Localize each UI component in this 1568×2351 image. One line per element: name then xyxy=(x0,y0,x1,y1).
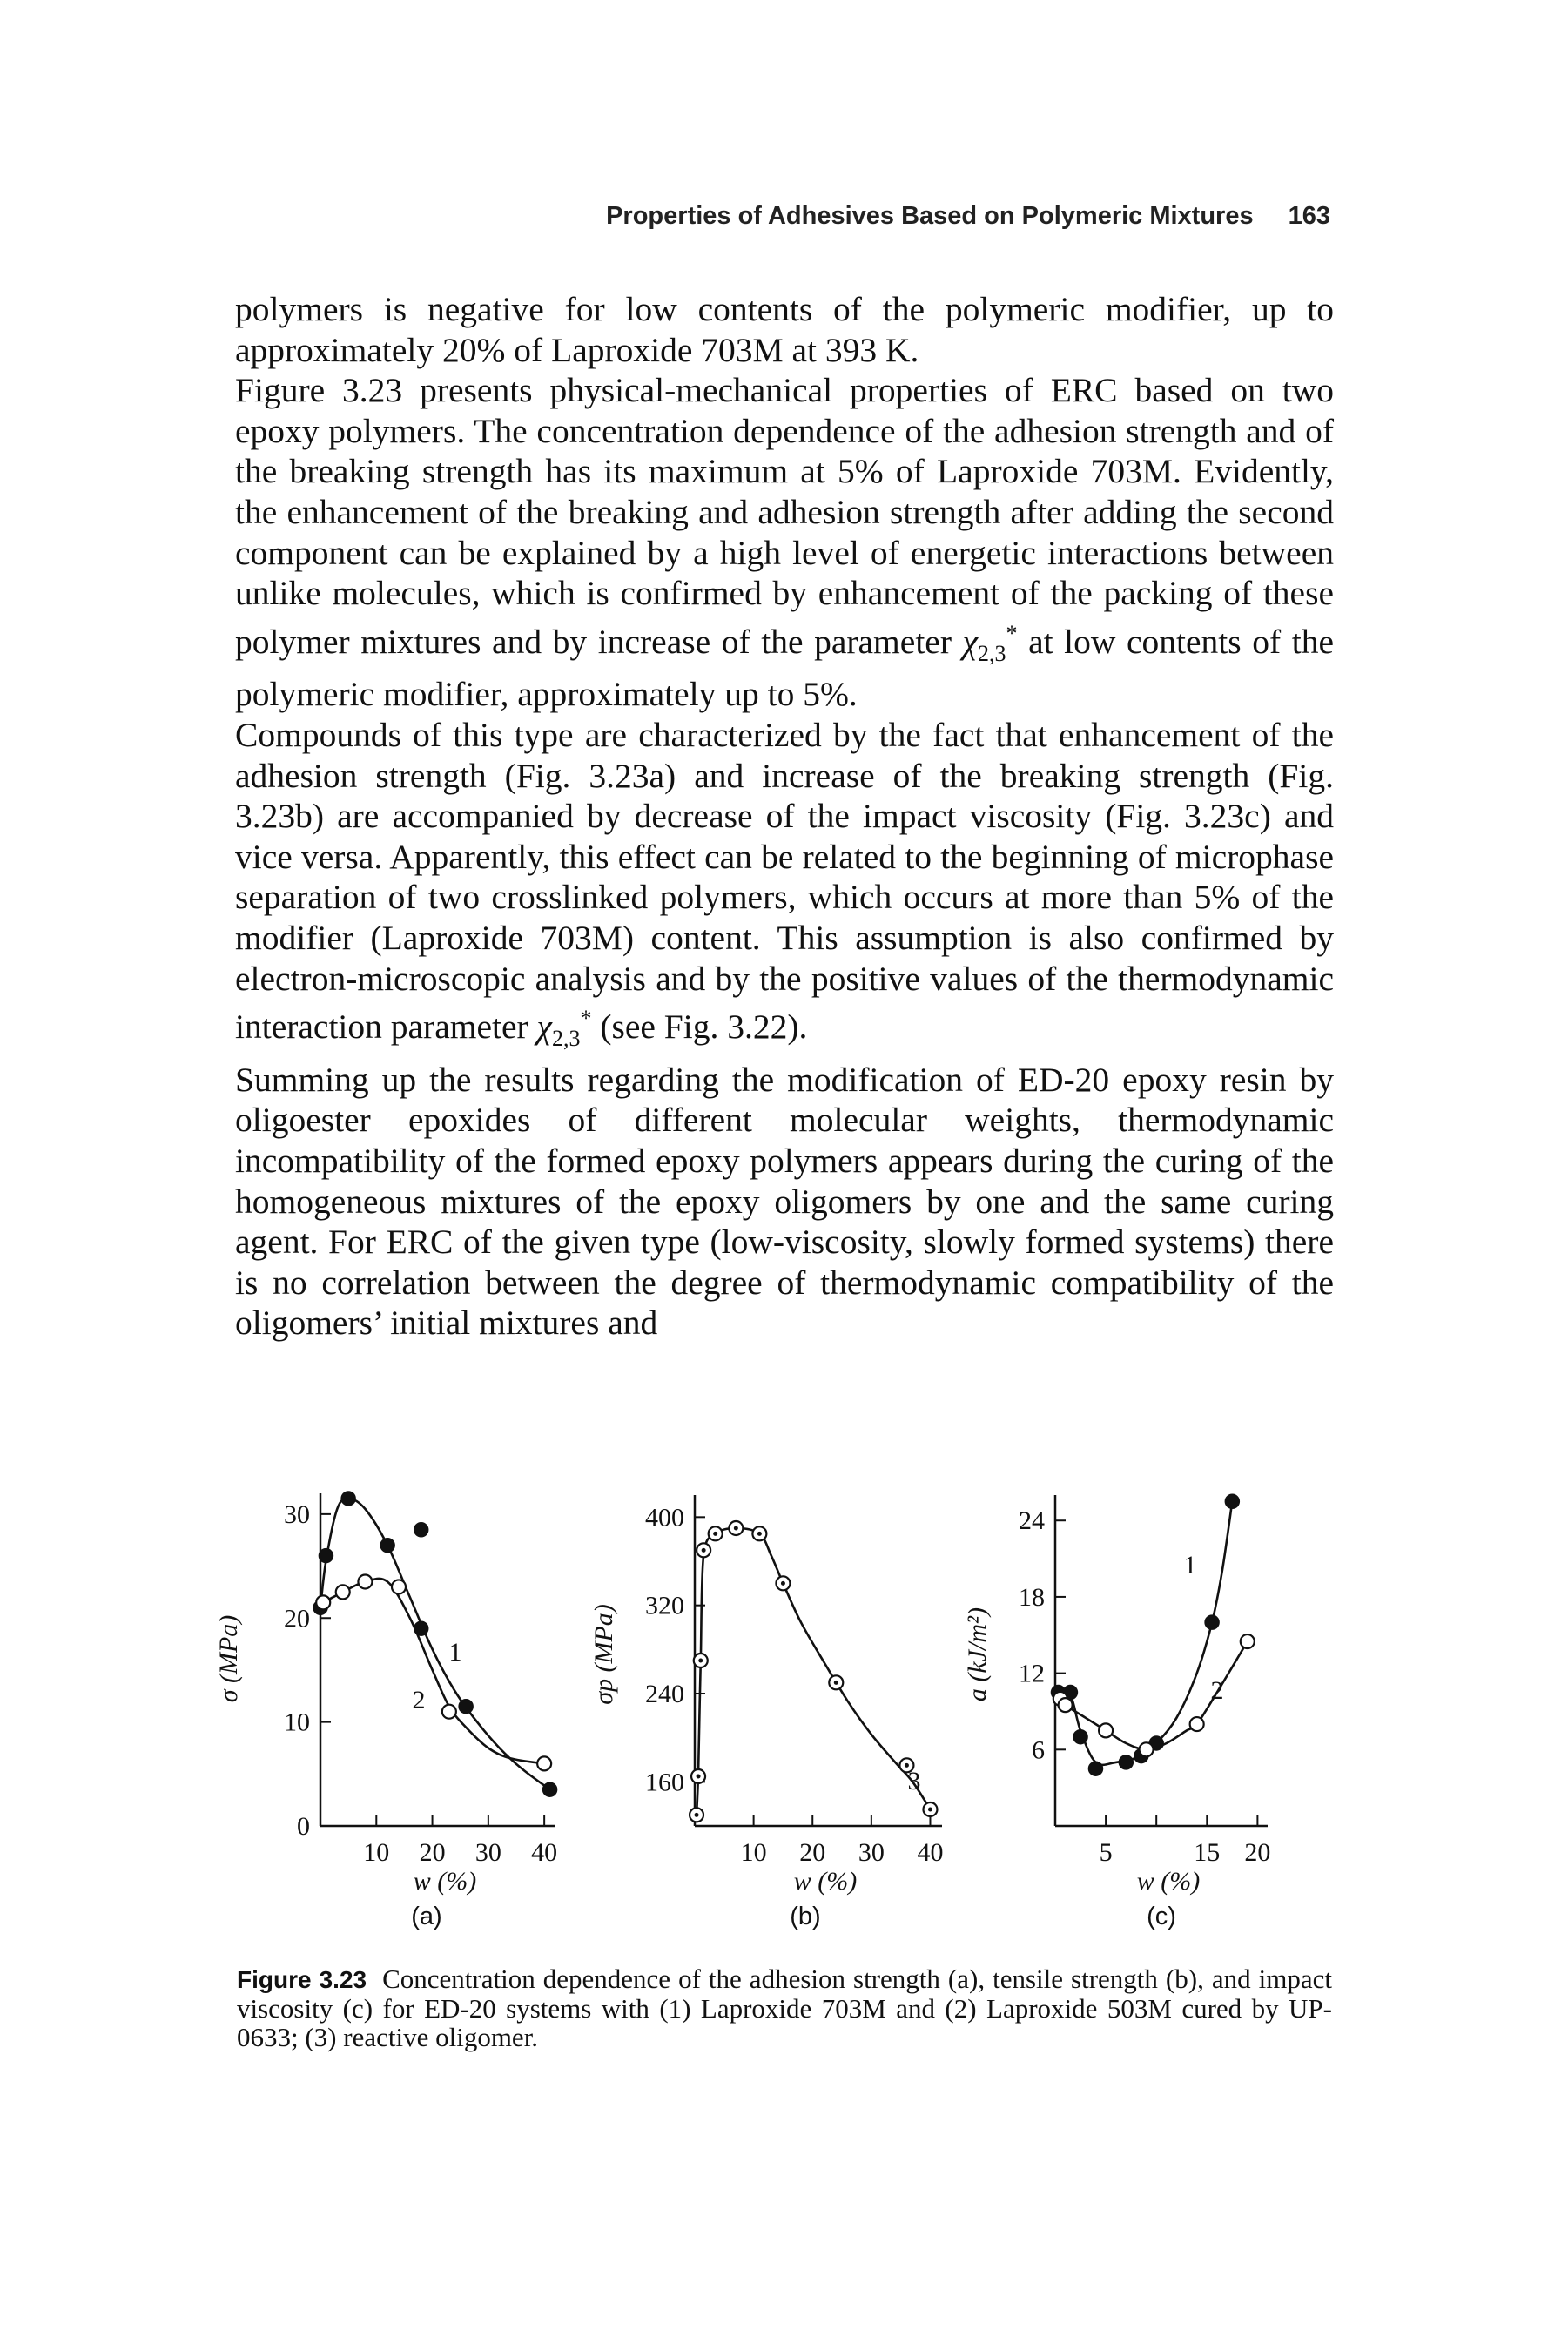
running-header: Properties of Adhesives Based on Polymer… xyxy=(235,202,1330,231)
x-axis-title: w (%) xyxy=(414,1867,476,1896)
data-point xyxy=(357,1573,373,1590)
data-point xyxy=(536,1755,553,1772)
series-label: 1 xyxy=(449,1638,462,1667)
data-point xyxy=(1097,1722,1114,1739)
data-point xyxy=(458,1698,474,1714)
y-tick-label: 240 xyxy=(645,1680,684,1708)
data-point-dot xyxy=(698,1658,703,1663)
data-point xyxy=(413,1522,429,1538)
y-tick-label: 320 xyxy=(645,1592,684,1620)
running-title: Properties of Adhesives Based on Polymer… xyxy=(606,202,1254,230)
data-point-dot xyxy=(833,1680,838,1685)
data-point-dot xyxy=(780,1580,785,1586)
x-axis-title: w (%) xyxy=(1137,1867,1200,1896)
y-tick-label: 18 xyxy=(1019,1583,1045,1612)
panel-label: (a) xyxy=(411,1903,441,1930)
data-point xyxy=(390,1579,407,1595)
data-point xyxy=(1224,1493,1241,1510)
x-tick-label: 20 xyxy=(1244,1838,1270,1867)
y-axis-title: a (kJ/m²) xyxy=(963,1607,992,1701)
x-tick-label: 20 xyxy=(799,1838,825,1867)
caption-label: Figure 3.23 xyxy=(237,1966,367,1993)
data-point xyxy=(1118,1755,1134,1770)
series-3-line xyxy=(695,1526,932,1815)
chi-parameter: χ2,3* xyxy=(962,620,1018,666)
y-tick-label: 24 xyxy=(1019,1506,1045,1535)
y-tick-label: 0 xyxy=(297,1812,310,1841)
y-tick-label: 160 xyxy=(645,1768,684,1796)
data-point xyxy=(1087,1761,1104,1776)
series-label: 2 xyxy=(413,1686,426,1714)
series-label: 1 xyxy=(1184,1551,1197,1580)
paragraph-3: Compounds of this type are characterized… xyxy=(235,715,1334,1052)
data-point xyxy=(1057,1697,1073,1714)
series-1-line xyxy=(319,1497,551,1791)
data-point xyxy=(441,1703,457,1720)
data-point-dot xyxy=(904,1762,909,1768)
paragraph-4: Summing up the results regarding the mod… xyxy=(235,1060,1334,1343)
data-point xyxy=(1204,1614,1220,1630)
x-tick-label: 10 xyxy=(741,1838,767,1867)
data-point-dot xyxy=(713,1531,718,1536)
data-point xyxy=(1138,1741,1154,1758)
x-tick-label: 5 xyxy=(1100,1838,1113,1867)
chart-b-svg: 10 20 30 40 160 240 320 400 σp (MPa) w (%) (b) 3 xyxy=(589,1495,943,1930)
data-point xyxy=(1073,1728,1088,1745)
data-point xyxy=(542,1782,558,1797)
panel-label: (c) xyxy=(1147,1903,1176,1930)
data-point xyxy=(380,1537,395,1553)
data-point-dot xyxy=(701,1547,706,1553)
series-label: 3 xyxy=(908,1767,921,1795)
data-point xyxy=(340,1491,356,1506)
body-text: polymers is negative for low contents of… xyxy=(235,289,1334,1344)
chart-panel-b: 10 20 30 40 160 240 320 400 σp (MPa) w (%) (b) 3 xyxy=(589,1495,943,1930)
x-tick-label: 40 xyxy=(917,1838,943,1867)
data-point-dot xyxy=(733,1526,738,1531)
caption-text: Concentration dependence of the adhesion… xyxy=(237,1964,1332,2052)
y-axis-title: σ (MPa) xyxy=(214,1615,243,1703)
x-axis-title: w (%) xyxy=(794,1867,857,1896)
x-tick-label: 20 xyxy=(420,1838,446,1867)
y-axis-title: σp (MPa) xyxy=(589,1604,618,1705)
y-tick-label: 10 xyxy=(284,1708,310,1737)
y-tick-label: 6 xyxy=(1032,1735,1045,1764)
x-tick-label: 15 xyxy=(1194,1838,1220,1867)
paragraph-2: Figure 3.23 presents physical-mechanical… xyxy=(235,371,1334,714)
y-tick-label: 30 xyxy=(284,1500,310,1529)
x-tick-label: 30 xyxy=(858,1838,885,1867)
data-point-dot xyxy=(694,1812,699,1817)
x-tick-label: 30 xyxy=(475,1838,501,1867)
x-tick-label: 40 xyxy=(531,1838,557,1867)
y-tick-label: 400 xyxy=(645,1503,684,1532)
paragraph-1: polymers is negative for low contents of… xyxy=(235,290,1334,369)
data-point xyxy=(1239,1633,1255,1650)
x-tick-label: 10 xyxy=(363,1838,389,1867)
y-tick-label: 20 xyxy=(284,1604,310,1633)
chi-parameter: χ2,3* xyxy=(536,1006,592,1052)
data-point xyxy=(334,1584,351,1600)
series-label: 2 xyxy=(1211,1676,1224,1705)
data-point xyxy=(1188,1715,1205,1733)
data-point-dot xyxy=(696,1774,701,1779)
page-number: 163 xyxy=(1288,202,1330,230)
series-1-line xyxy=(1058,1501,1234,1767)
data-point-dot xyxy=(927,1807,932,1812)
chart-a-svg: 10 20 30 40 0 10 20 30 σ (MPa) w (%) (a) 12 xyxy=(214,1491,558,1930)
data-point-dot xyxy=(757,1531,762,1536)
panel-label: (b) xyxy=(790,1903,820,1930)
data-point xyxy=(315,1594,332,1611)
data-point xyxy=(318,1547,334,1564)
y-tick-label: 12 xyxy=(1019,1660,1045,1688)
